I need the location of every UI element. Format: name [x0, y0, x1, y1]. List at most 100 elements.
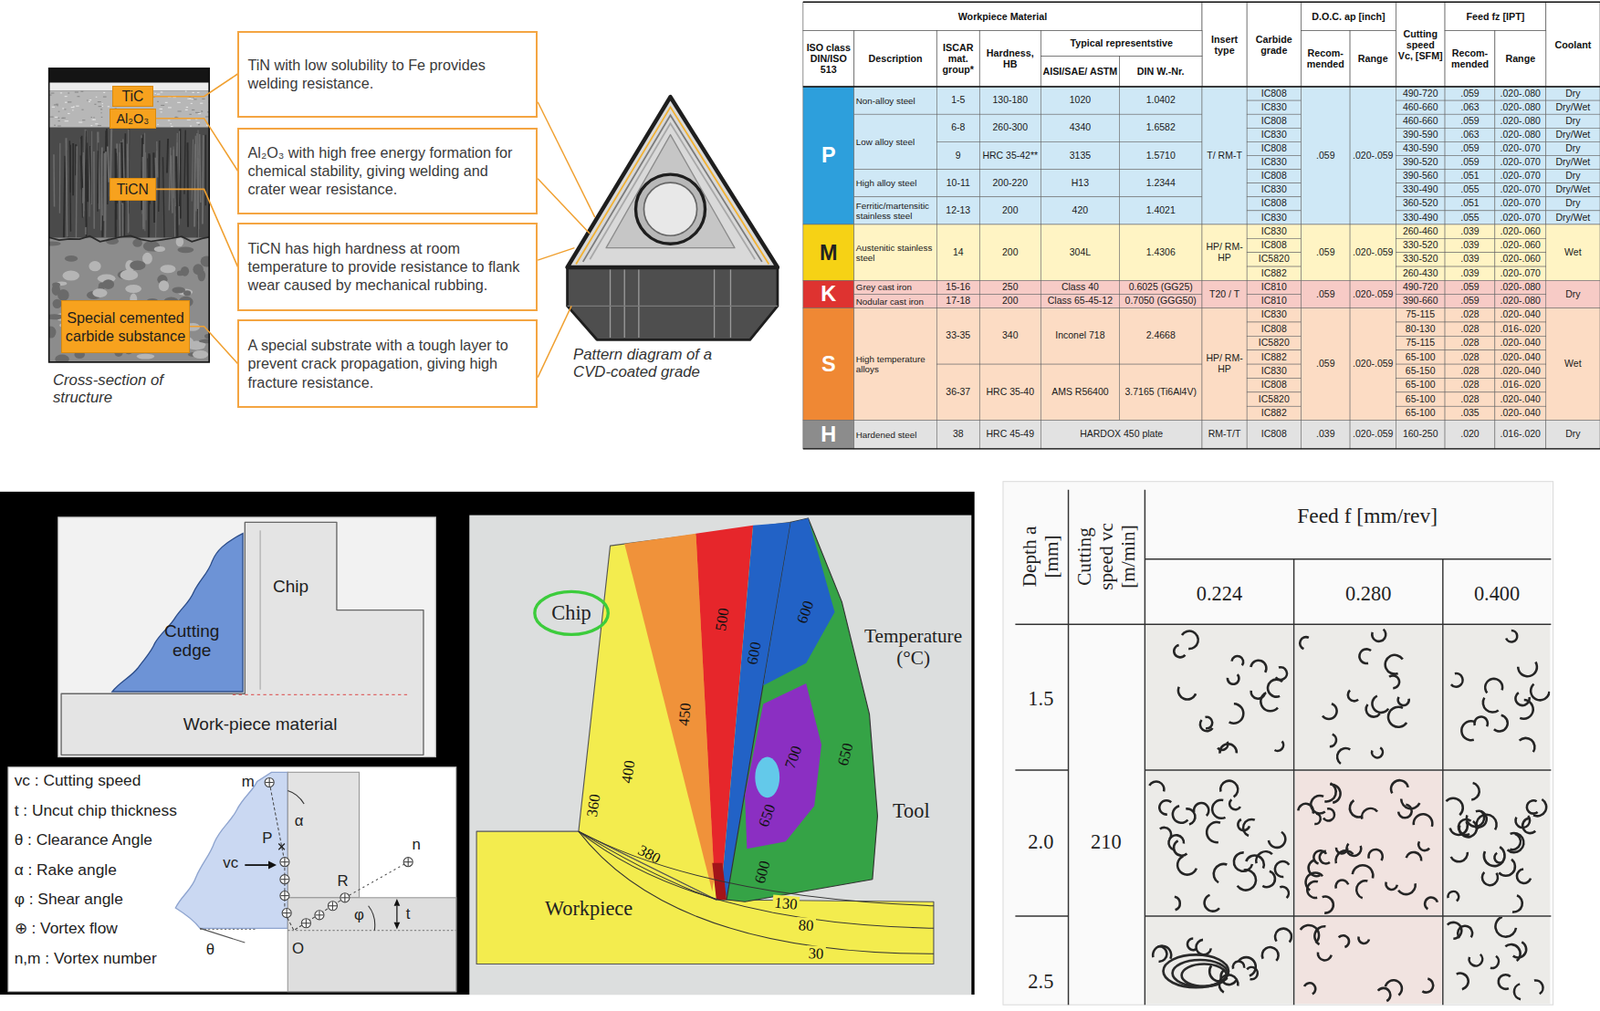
callout-box: TiN with low solubility to Fe provides w… [237, 31, 538, 118]
chip-curl [1322, 807, 1336, 823]
grain-speckle [160, 91, 163, 93]
chip-curl [1367, 848, 1384, 862]
table-cell [854, 197, 938, 225]
table-cell [1202, 280, 1247, 308]
table-header: Coolant [1546, 1, 1600, 87]
grain-speckle [67, 92, 70, 94]
table-cell: .020-.080 [1495, 114, 1547, 128]
grain-speckle [61, 117, 64, 119]
grain-speckle [156, 101, 159, 103]
grain-speckle [76, 95, 80, 97]
isotherm-value: 380 [635, 842, 664, 868]
columnar-grain [167, 138, 168, 173]
table-cell [1246, 335, 1301, 350]
table-cell: 420 [1040, 197, 1119, 225]
chip-curl [1506, 832, 1526, 855]
table-cell: .059 [1444, 280, 1496, 294]
chip-curl [1338, 934, 1351, 949]
table-cell [1300, 308, 1350, 421]
chip-line [260, 530, 262, 690]
chip-curl [1304, 871, 1324, 891]
table-cell: 490-720 [1395, 280, 1445, 294]
chip-photo [1145, 625, 1293, 770]
leader-line [189, 326, 239, 365]
table-cell [1395, 420, 1445, 450]
node-text: TiCN [113, 180, 153, 199]
grain-speckle [186, 106, 189, 108]
table-cell [854, 169, 938, 198]
table-cell [1546, 183, 1600, 198]
insert-edge-line [637, 269, 639, 338]
table-cell: IC830 [1246, 183, 1301, 198]
columnar-grain [97, 142, 100, 204]
chip-curl [1355, 879, 1369, 900]
chip-curl [1177, 686, 1198, 701]
table-cell: 260-460 [1395, 224, 1445, 239]
carbide-grain [54, 354, 69, 362]
isotherm-value: 30 [806, 946, 827, 964]
table-cell: .059 [1300, 224, 1350, 281]
table-cell: Class 65-45-12 [1040, 294, 1119, 309]
table-cell: AMS R56400 [1040, 364, 1119, 420]
table-cell: .020-.070 [1495, 210, 1547, 225]
chip-curl [1526, 799, 1539, 816]
grain-speckle [63, 108, 66, 110]
chip-curl [1219, 779, 1240, 798]
grid-line [1442, 559, 1444, 1006]
table-cell [1495, 169, 1547, 184]
table-cell: Ferritic/martensitic stainless steel [854, 197, 938, 225]
insert-edge-line [624, 269, 626, 338]
part-label: Chip [272, 576, 309, 597]
carbide-grain [136, 354, 156, 360]
columnar-grain [81, 136, 84, 219]
table-cell [979, 31, 1041, 87]
table-cell [1395, 377, 1445, 392]
tool-region [726, 518, 878, 902]
table-cell: .059 [1444, 114, 1496, 128]
table-cell [1246, 155, 1301, 169]
grain-speckle [103, 96, 107, 98]
table-cell: Dry [1546, 86, 1600, 101]
table-cell: Dry/Wet [1546, 183, 1600, 198]
grain-speckle [188, 97, 190, 99]
chip-curl [1274, 860, 1291, 879]
isotherm-value: 400 [618, 760, 639, 786]
grain-speckle [53, 125, 56, 126]
chip-shape [287, 772, 359, 899]
table-rule [803, 0, 1600, 3]
table-cell [1395, 252, 1445, 267]
columnar-grain [187, 142, 189, 227]
highlight-circle [534, 591, 608, 635]
table-cell [1040, 197, 1119, 225]
table-cell [979, 364, 1041, 420]
leader-line [537, 102, 596, 218]
chip-curl [1404, 851, 1423, 862]
table-cell [1444, 183, 1496, 198]
table-cell: .020-.080 [1495, 127, 1547, 142]
table-cell: Dry [1546, 169, 1600, 184]
table-cell [1118, 308, 1203, 365]
chip-curl [1450, 672, 1465, 689]
grain-speckle [90, 125, 93, 126]
chip-curl [1411, 813, 1433, 827]
table-cell [1349, 280, 1396, 308]
table-header: Insert type [1202, 1, 1247, 87]
chip-curl [1512, 941, 1527, 959]
table-cell: IC808 [1246, 141, 1301, 156]
table-cell [1444, 210, 1496, 225]
chip-curl [1218, 742, 1238, 754]
table-cell [1395, 406, 1445, 420]
chip-curl [1514, 815, 1531, 829]
isotherm-value: 600 [794, 598, 818, 627]
vortex-point [282, 909, 292, 919]
axis-title: Temperature (°C) [857, 626, 970, 670]
part-label: Cutting edge [156, 621, 228, 661]
table-cell: .020-.059 [1349, 280, 1396, 308]
chip-curl [1194, 939, 1213, 957]
table-cell [979, 308, 1041, 365]
grain-speckle [57, 117, 60, 119]
table-cell [1040, 55, 1119, 87]
table-cell: IC882 [1246, 350, 1301, 365]
grain-speckle [196, 122, 200, 124]
grid-line [1014, 623, 1551, 625]
